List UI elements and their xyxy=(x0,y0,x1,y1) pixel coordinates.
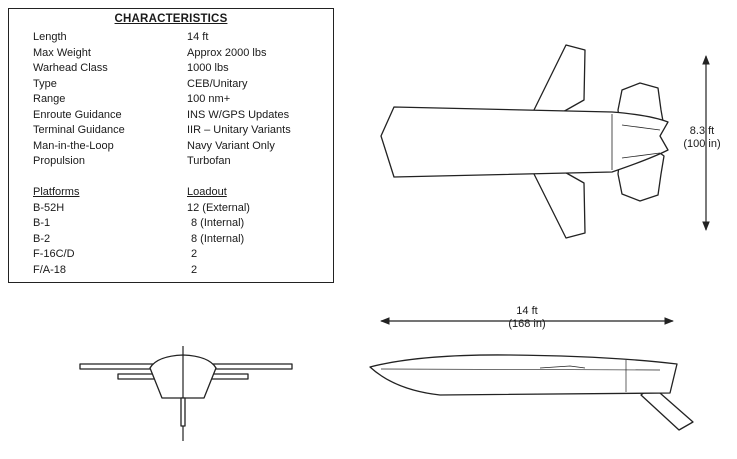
length-in-label: (168 in) xyxy=(508,318,546,330)
platform-name: B-52H xyxy=(33,201,65,214)
spec-value: Approx 2000 lbs xyxy=(187,46,267,59)
spec-row: Type CEB/Unitary xyxy=(33,77,333,93)
span-ft-label: 8.3 ft xyxy=(689,125,715,137)
platform-row: F-16C/D 2 xyxy=(33,247,333,263)
platform-row: F/A-18 2 xyxy=(33,263,333,279)
length-ft-label: 14 ft xyxy=(516,305,538,317)
spec-value: 14 ft xyxy=(187,31,209,43)
spec-label: Man-in-the-Loop xyxy=(33,139,114,152)
spec-value: Navy Variant Only xyxy=(187,139,275,152)
platform-loadout: 12 (External) xyxy=(187,201,250,214)
top-wing-lower xyxy=(532,169,586,239)
span-in-label: (100 in) xyxy=(683,138,721,150)
front-fin-lower xyxy=(180,397,186,427)
spec-label: Range xyxy=(33,93,66,105)
spec-row: Length 14 ft xyxy=(33,30,333,46)
platform-loadout: 2 xyxy=(191,248,198,260)
platform-name: B-2 xyxy=(33,232,51,245)
spec-label: Enroute Guidance xyxy=(33,108,122,121)
spec-value: Turbofan xyxy=(187,155,231,167)
spec-row: Man-in-the-Loop Navy Variant Only xyxy=(33,139,333,155)
spec-value: CEB/Unitary xyxy=(187,77,248,90)
spec-label: Warhead Class xyxy=(33,62,108,74)
characteristics-panel: CHARACTERISTICS Length 14 ft Max Weight … xyxy=(8,8,334,283)
span-dimension-label: 8.3 ft (100 in) xyxy=(668,125,736,151)
top-wing-upper xyxy=(532,44,586,114)
side-fuselage xyxy=(369,354,678,396)
platform-name: B-1 xyxy=(33,217,51,229)
spec-label: Max Weight xyxy=(33,46,91,59)
spec-value: IIR – Unitary Variants xyxy=(187,124,291,136)
spec-label: Terminal Guidance xyxy=(33,124,125,136)
spec-label: Propulsion xyxy=(33,155,85,167)
spec-row: Max Weight Approx 2000 lbs xyxy=(33,46,333,62)
spec-row: Warhead Class 1000 lbs xyxy=(33,61,333,77)
characteristics-title: CHARACTERISTICS xyxy=(114,13,228,25)
missile-front-view xyxy=(79,346,293,441)
platforms-header: Platforms xyxy=(33,186,80,198)
spec-row: Range 100 nm+ xyxy=(33,92,333,108)
loadout-header: Loadout xyxy=(187,186,227,198)
platform-name: F/A-18 xyxy=(33,263,67,276)
spec-label: Type xyxy=(33,77,57,90)
platform-loadout: 8 (Internal) xyxy=(191,232,245,245)
spec-value: INS W/GPS Updates xyxy=(187,108,290,121)
spec-label: Length xyxy=(33,31,67,43)
platform-loadout: 2 xyxy=(191,263,198,276)
platform-row: B-52H 12 (External) xyxy=(33,201,333,217)
platforms-header-row: Platforms Loadout xyxy=(33,185,333,201)
platform-loadout: 8 (Internal) xyxy=(191,217,245,229)
missile-side-view xyxy=(369,354,694,431)
spec-row: Enroute Guidance INS W/GPS Updates xyxy=(33,108,333,124)
platform-row: B-2 8 (Internal) xyxy=(33,232,333,248)
spec-value: 100 nm+ xyxy=(187,93,231,105)
spec-value: 1000 lbs xyxy=(187,62,229,74)
spec-row: Propulsion Turbofan xyxy=(33,154,333,170)
missile-top-view xyxy=(380,44,669,239)
spec-row: Terminal Guidance IIR – Unitary Variants xyxy=(33,123,333,139)
length-dimension-label: 14 ft (168 in) xyxy=(487,305,567,331)
platform-row: B-1 8 (Internal) xyxy=(33,216,333,232)
top-fuselage xyxy=(380,106,669,178)
platform-name: F-16C/D xyxy=(33,248,75,260)
